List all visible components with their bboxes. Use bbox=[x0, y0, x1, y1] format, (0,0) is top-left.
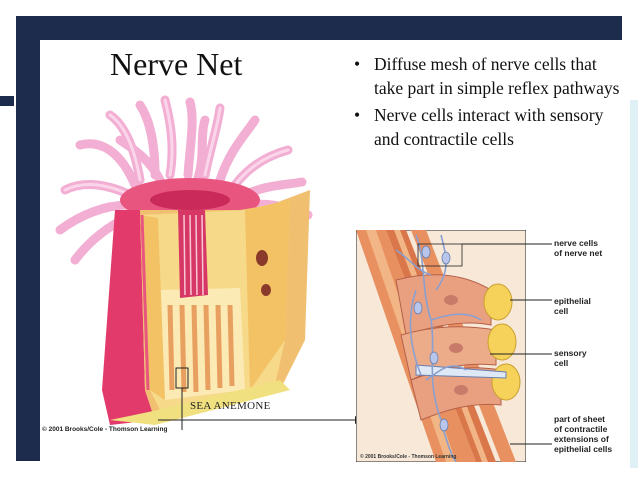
left-accent-tab bbox=[0, 96, 14, 106]
bullet-list: • Diffuse mesh of nerve cells that take p… bbox=[350, 52, 630, 154]
callout-sensory-cell: sensory cell bbox=[554, 348, 587, 368]
gastrovascular-cavity bbox=[158, 288, 245, 400]
mesenteries bbox=[167, 304, 235, 393]
top-margin bbox=[0, 0, 638, 16]
callout-epithelial-cell: epithelial cell bbox=[554, 296, 591, 316]
bullet-item: • Diffuse mesh of nerve cells that take p… bbox=[350, 52, 630, 100]
connector-arrow bbox=[158, 416, 363, 424]
slide-title: Nerve Net bbox=[110, 46, 243, 82]
callout-nerve-cells: nerve cells of nerve net bbox=[554, 238, 603, 258]
sea-anemone-illustration bbox=[55, 95, 313, 430]
callout-contractile-sheet: part of sheet of contractile extensions … bbox=[554, 414, 613, 454]
nerve-net-inset bbox=[356, 230, 526, 462]
tentacle-highlights bbox=[63, 98, 290, 197]
bullet-symbol: • bbox=[354, 54, 361, 74]
slide: Nerve Net • Diffuse mesh of nerve cells t… bbox=[40, 40, 630, 468]
inset-credit: © 2001 Brooks/Cole - Thomson Learning bbox=[360, 454, 457, 460]
callout-lines bbox=[462, 243, 552, 445]
body-column bbox=[102, 210, 155, 425]
bullet-symbol: • bbox=[354, 105, 361, 125]
sea-anemone-label: SEA ANEMONE bbox=[190, 400, 271, 412]
nerve-cell-bodies bbox=[413, 245, 451, 432]
sensory-cell bbox=[415, 364, 507, 379]
bullet-text: Nerve cells interact with sensory and co… bbox=[374, 105, 604, 149]
bullet-text: Diffuse mesh of nerve cells that take pa… bbox=[374, 54, 620, 98]
slide-frame: Nerve Net • Diffuse mesh of nerve cells t… bbox=[16, 16, 630, 468]
pedal-disc bbox=[110, 380, 290, 425]
figure-credit: © 2001 Brooks/Cole - Thomson Learning bbox=[42, 426, 168, 433]
bullet-item: • Nerve cells interact with sensory and c… bbox=[350, 103, 630, 151]
